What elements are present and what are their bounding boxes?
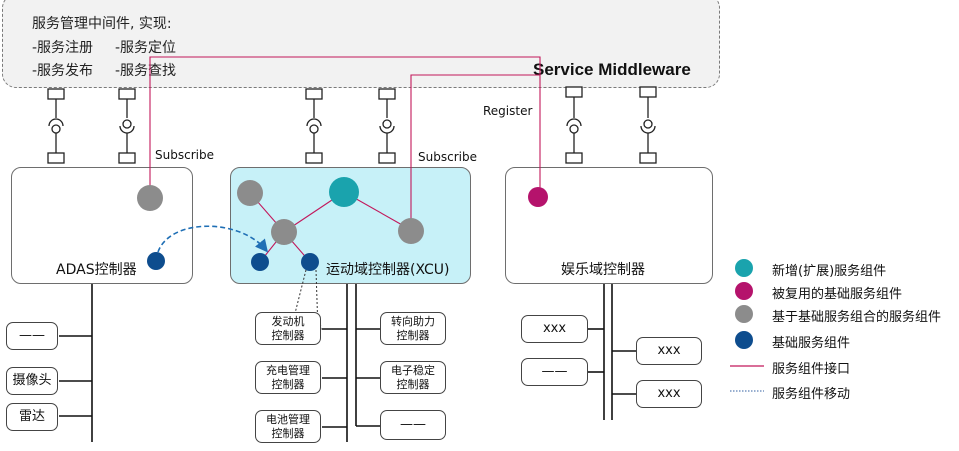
basic-service-node xyxy=(147,252,165,270)
legend-move: 服务组件移动 xyxy=(772,387,851,402)
legend-basic-service-icon xyxy=(735,331,753,349)
legend-new-service: 新增(扩展)服务组件 xyxy=(772,264,887,279)
interface-socket-icon xyxy=(565,86,583,164)
bus-lines xyxy=(59,284,636,442)
legend-reused-service: 被复用的基础服务组件 xyxy=(772,287,903,302)
composite-service-node xyxy=(271,219,297,245)
interface-socket-group xyxy=(47,86,657,164)
composite-service-node xyxy=(398,218,424,244)
legend-new-service-icon xyxy=(735,259,753,277)
middleware-item-publish: -服务发布 xyxy=(32,63,94,79)
xcu-device-steering-controller: 转向助力 控制器 xyxy=(380,312,446,345)
composite-service-node xyxy=(137,185,163,211)
middleware-item-find: -服务查找 xyxy=(115,63,177,79)
subscribe-label-right: Subscribe xyxy=(418,150,477,164)
middleware-item-register: -服务注册 xyxy=(32,40,94,56)
entertainment-controller-label: 娱乐域控制器 xyxy=(561,262,645,278)
adas-device-camera: 摄像头 xyxy=(6,367,58,395)
xcu-device-stability-controller: 电子稳定 控制器 xyxy=(380,361,446,394)
adas-device-blank: —— xyxy=(6,322,58,350)
service-nodes xyxy=(137,177,548,271)
interface-socket-icon xyxy=(118,88,136,164)
legend-composite-service: 基于基础服务组合的服务组件 xyxy=(772,310,942,325)
ent-device-xxx-2: xxx xyxy=(636,337,702,365)
basic-service-node xyxy=(301,253,319,271)
new-service-node xyxy=(329,177,359,207)
ent-device-xxx-1: xxx xyxy=(521,315,588,343)
subscribe-label-left: Subscribe xyxy=(155,148,214,162)
interface-socket-icon xyxy=(639,86,657,164)
adas-controller-label: ADAS控制器 xyxy=(56,262,137,278)
middleware-title: 服务管理中间件, 实现: xyxy=(32,16,172,32)
service-move-arrow xyxy=(157,225,269,253)
legend-interface: 服务组件接口 xyxy=(772,362,851,377)
legend-reused-service-icon xyxy=(735,282,753,300)
legend-basic-service: 基础服务组件 xyxy=(772,336,851,351)
interface-socket-icon xyxy=(305,88,323,164)
middleware-item-locate: -服务定位 xyxy=(115,40,177,56)
interface-socket-icon xyxy=(47,88,65,164)
register-label: Register xyxy=(483,104,533,118)
ent-device-blank: —— xyxy=(521,358,588,386)
basic-service-node xyxy=(251,253,269,271)
interface-socket-icon xyxy=(378,88,396,164)
xcu-device-charging-controller: 充电管理 控制器 xyxy=(255,361,321,394)
adas-device-radar: 雷达 xyxy=(6,403,58,431)
reused-service-node xyxy=(528,187,548,207)
middleware-name: Service Middleware xyxy=(533,60,691,79)
service-middleware-box xyxy=(2,0,720,88)
xcu-device-battery-controller: 电池管理 控制器 xyxy=(255,410,321,443)
ent-device-xxx-3: xxx xyxy=(636,380,702,408)
service-interface-lines xyxy=(149,56,541,229)
xcu-device-blank: —— xyxy=(380,410,446,440)
legend-composite-service-icon xyxy=(735,305,753,323)
legend-markers xyxy=(730,259,764,392)
composite-service-node xyxy=(237,180,263,206)
xcu-controller-label: 运动域控制器(XCU) xyxy=(326,262,450,278)
xcu-device-engine-controller: 发动机 控制器 xyxy=(255,312,321,345)
